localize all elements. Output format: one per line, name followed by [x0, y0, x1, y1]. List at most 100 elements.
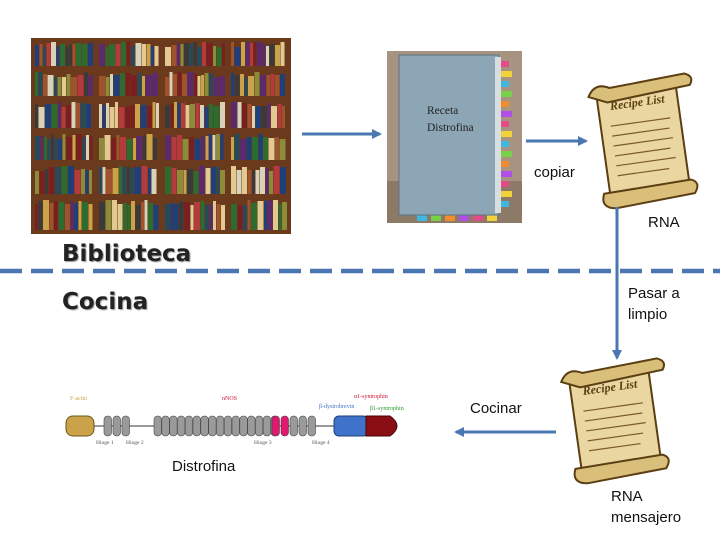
- book-tab: [494, 71, 512, 77]
- book-spine: [170, 104, 174, 128]
- book-spine: [89, 170, 92, 194]
- book-spine: [194, 74, 197, 96]
- spectrin-repeat: [255, 415, 264, 437]
- book-spine: [82, 202, 88, 230]
- book-spine: [89, 136, 93, 160]
- book-spine: [39, 171, 45, 194]
- book-spine: [267, 103, 271, 128]
- book-spine: [146, 44, 151, 66]
- book-spine: [151, 46, 154, 66]
- book-spine: [260, 167, 265, 194]
- book-spine: [170, 203, 174, 230]
- book-spine: [74, 170, 81, 194]
- book-spine: [216, 167, 220, 194]
- label-hinge2: Hinge 2: [126, 440, 144, 446]
- book-spine: [197, 47, 202, 66]
- book-spine: [242, 167, 247, 194]
- book-spine: [201, 136, 205, 160]
- book-spine: [174, 204, 178, 230]
- book-spine: [255, 106, 261, 128]
- book-spine: [248, 76, 254, 96]
- book-spine: [254, 72, 260, 96]
- book-spine: [69, 44, 72, 66]
- book-tab: [487, 211, 497, 221]
- label-pasar-a-limpio: Pasar a limpio: [628, 283, 680, 325]
- book-spine: [51, 42, 56, 66]
- book-tab: [494, 151, 512, 157]
- book-spine: [263, 137, 268, 160]
- book-spine: [187, 169, 193, 194]
- book-spine: [206, 43, 213, 66]
- book-spine: [204, 73, 209, 96]
- book-spine: [135, 104, 140, 128]
- book-spine: [222, 43, 225, 66]
- label-b-dystrobrevin: β-dystrobrevin: [319, 404, 354, 410]
- book-spine: [102, 167, 106, 194]
- spectrin-repeat: [298, 415, 307, 437]
- bookshelf-image: [31, 38, 291, 234]
- book-spine: [55, 167, 61, 194]
- book-spine: [80, 103, 86, 128]
- book-spine: [201, 75, 204, 96]
- book-spine: [187, 72, 194, 96]
- label-cocinar: Cocinar: [470, 400, 522, 417]
- book-spine: [51, 135, 54, 160]
- book-spine: [99, 44, 105, 66]
- book-spine: [182, 74, 187, 96]
- book-spine: [99, 167, 102, 194]
- spectrin-repeat: [216, 415, 225, 437]
- book-spine: [273, 200, 278, 230]
- spectrin-repeat: [262, 415, 271, 437]
- book-spine: [120, 73, 125, 96]
- book-spine: [205, 168, 211, 194]
- book-spine: [211, 167, 216, 194]
- book-spine: [86, 135, 89, 160]
- book-spine: [169, 72, 173, 96]
- book-spine: [260, 75, 266, 96]
- book-spine: [184, 202, 190, 230]
- book-spine: [60, 44, 65, 66]
- book-spine: [62, 134, 66, 160]
- book-spine: [261, 106, 267, 128]
- book-spine: [245, 42, 250, 66]
- book-spine: [110, 74, 113, 96]
- book-spine: [43, 200, 49, 230]
- book-spine: [130, 105, 135, 128]
- book-spine: [255, 170, 260, 194]
- book-spine: [54, 138, 58, 160]
- book-spine: [152, 102, 156, 128]
- book-spine: [112, 168, 119, 194]
- book-spine: [117, 204, 123, 230]
- book-spine: [237, 102, 242, 128]
- book-spine: [267, 200, 273, 230]
- book-spine: [38, 72, 43, 96]
- book-spine: [99, 202, 105, 230]
- book-spine: [165, 77, 169, 96]
- book-spine: [271, 74, 274, 96]
- book-spine: [81, 169, 85, 194]
- spectrin-repeat: [247, 415, 256, 437]
- spectrin-repeat: [208, 415, 217, 437]
- book-spine: [182, 139, 189, 160]
- book-spine: [146, 134, 153, 160]
- book-spine: [131, 46, 135, 66]
- label-hinge1: Hinge 1: [96, 440, 114, 446]
- book-spine: [193, 42, 197, 66]
- book-spine: [250, 43, 253, 66]
- book-spine: [99, 76, 105, 96]
- book-spine: [153, 205, 159, 230]
- recipe-scroll-bottom: Recipe List: [559, 357, 670, 485]
- book-spine: [277, 104, 282, 128]
- book-spine: [35, 104, 38, 128]
- book-spine: [48, 167, 55, 194]
- book-spine: [253, 42, 257, 66]
- book-spine: [204, 107, 209, 128]
- book-spine: [127, 205, 131, 230]
- book-spine: [181, 103, 185, 128]
- book-spine: [51, 104, 58, 128]
- spectrin-repeat: [200, 415, 209, 437]
- book-tab: [494, 171, 512, 177]
- book-spine: [213, 46, 216, 66]
- book-spine: [35, 45, 39, 66]
- book-spine: [278, 204, 282, 230]
